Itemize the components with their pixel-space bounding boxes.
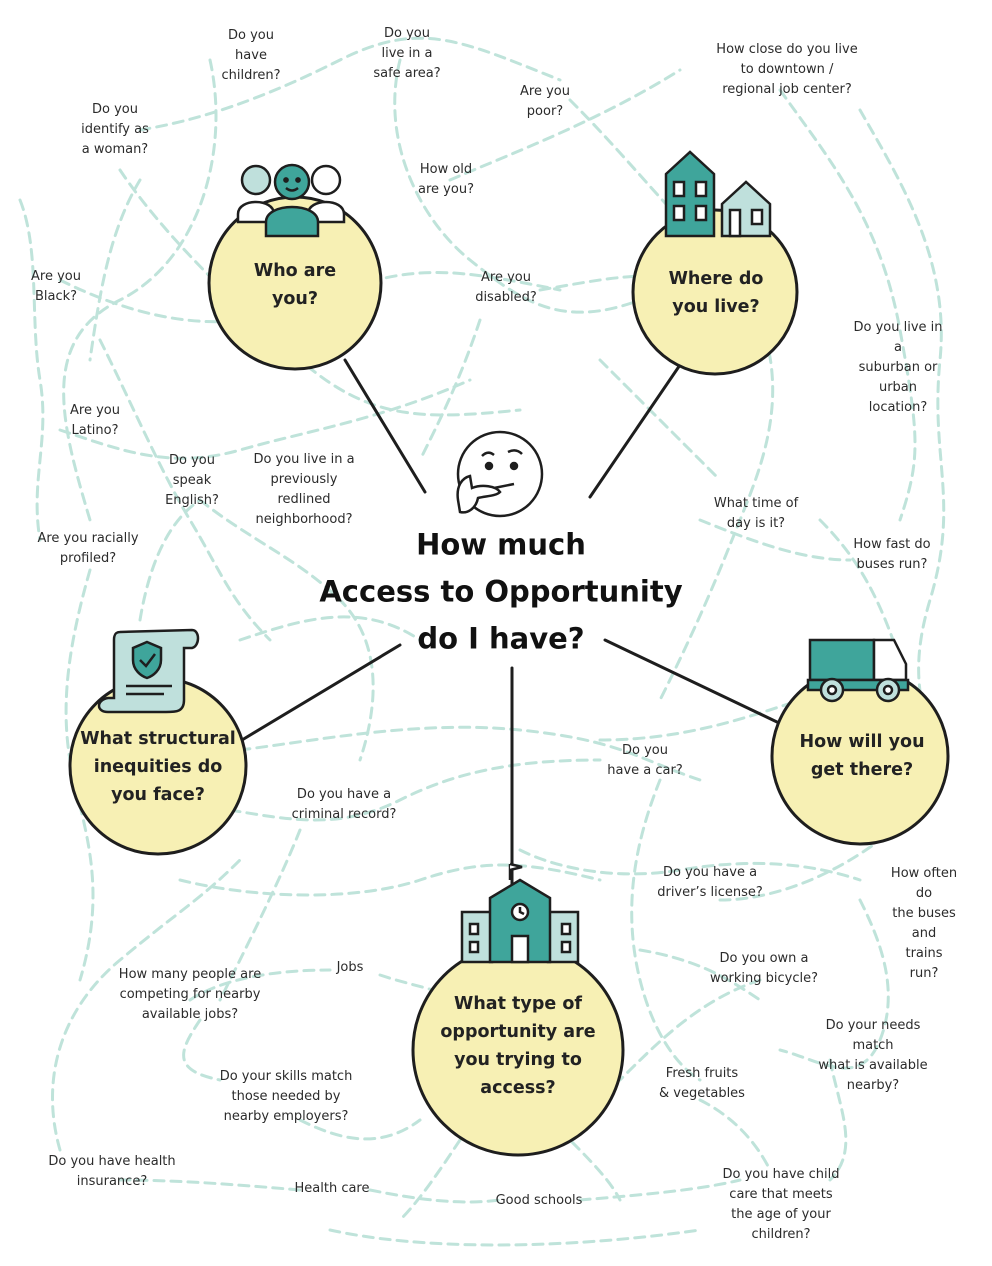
question-poor: Are you poor?: [520, 84, 570, 119]
question-suburban: Do you live in a suburban or urban locat…: [853, 320, 943, 415]
houses-icon: [664, 150, 772, 238]
people-group-icon: [236, 163, 346, 238]
question-time-of-day: What time of day is it?: [713, 496, 799, 531]
thinking-face-icon: [456, 430, 544, 518]
question-have-children: Do you have children?: [221, 28, 281, 83]
question-health-insurance: Do you have health insurance?: [48, 1154, 176, 1189]
question-have-car: Do you have a car?: [607, 743, 683, 778]
label-health-care: Health care: [294, 1181, 370, 1196]
question-woman: Do you identify as a woman?: [81, 102, 149, 157]
hub-label-transport: How will you get there?: [799, 732, 925, 780]
question-safe-area: Do you live in a safe area?: [373, 26, 441, 81]
question-downtown: How close do you live to downtown / regi…: [716, 42, 858, 97]
question-bicycle: Do you own a working bicycle?: [709, 951, 819, 986]
question-black: Are you Black?: [31, 269, 81, 304]
question-competing-jobs: How many people are competing for nearby…: [118, 967, 262, 1022]
question-skills-match: Do your skills match those needed by nea…: [219, 1069, 353, 1124]
question-how-old: How old are you?: [418, 162, 474, 197]
question-disabled: Are you disabled?: [475, 270, 537, 305]
center-title: How much Access to Opportunity do I have…: [319, 527, 683, 656]
question-english: Do you speak English?: [165, 453, 219, 508]
question-child-care: Do you have child care that meets the ag…: [722, 1167, 840, 1242]
label-good-schools: Good schools: [495, 1193, 583, 1208]
question-redlined: Do you live in a previously redlined nei…: [253, 452, 355, 527]
delivery-truck-icon: [806, 638, 910, 703]
question-bus-speed: How fast do buses run?: [853, 537, 931, 572]
hub-label-opportunity: What type of opportunity are you trying …: [440, 994, 596, 1098]
hub-label-where: Where do you live?: [668, 269, 764, 317]
question-criminal-record: Do you have a criminal record?: [291, 787, 397, 822]
question-drivers-license: Do you have a driver’s license?: [657, 865, 763, 900]
label-fresh-fruits: Fresh fruits & vegetables: [659, 1066, 745, 1101]
question-needs-match: Do your needs match what is available ne…: [818, 1018, 928, 1093]
shield-document-icon: [97, 628, 200, 714]
question-profiled: Are you racially profiled?: [37, 531, 139, 566]
hub-label-structural: What structural inequities do you face?: [80, 729, 236, 805]
question-bus-frequency: How often do the buses and trains run?: [890, 866, 958, 981]
school-building-icon: [460, 862, 580, 964]
label-jobs: Jobs: [336, 960, 364, 975]
hub-label-who: Who are you?: [253, 261, 337, 309]
question-latino: Are you Latino?: [70, 403, 120, 438]
